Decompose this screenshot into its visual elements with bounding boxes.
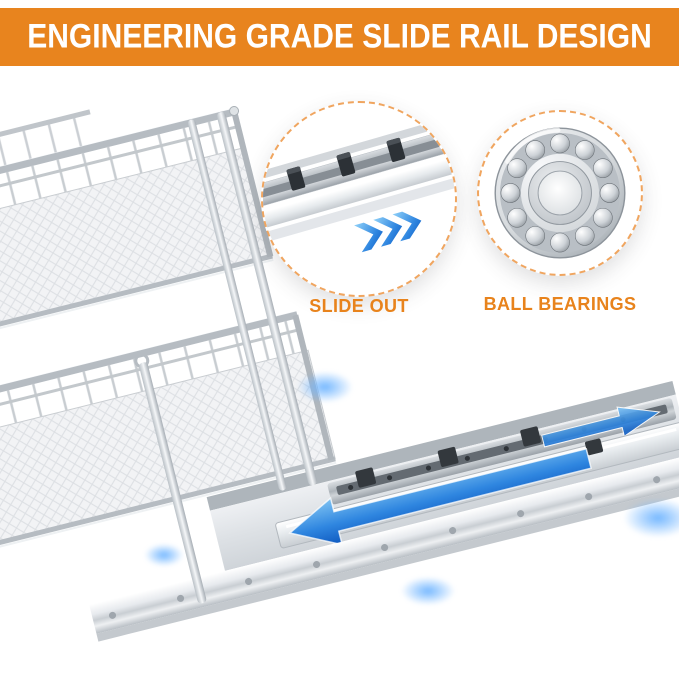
ball-bearings-label: BALL BEARINGS — [483, 294, 637, 314]
ball-bearing-photo-circle — [477, 110, 643, 276]
callout-ball-bearings — [477, 110, 643, 276]
bearing-balls — [500, 133, 620, 253]
rail-clip-icon — [286, 137, 406, 191]
rail-clip-icon — [355, 426, 541, 488]
slide-out-photo-circle — [261, 101, 457, 297]
slide-chevrons-icon — [354, 211, 422, 253]
ball-bearing-icon — [494, 127, 626, 259]
slide-out-label: SLIDE OUT — [309, 296, 409, 316]
slide-rail-assembly — [89, 380, 679, 642]
basket-top-tier — [0, 105, 274, 356]
header-title: ENGINEERING GRADE SLIDE RAIL DESIGN — [27, 17, 652, 56]
callout-slide-out — [261, 101, 457, 297]
slide-rail-icon — [263, 109, 455, 253]
header-banner: ENGINEERING GRADE SLIDE RAIL DESIGN — [0, 8, 679, 66]
arrow-right-icon — [541, 406, 661, 448]
